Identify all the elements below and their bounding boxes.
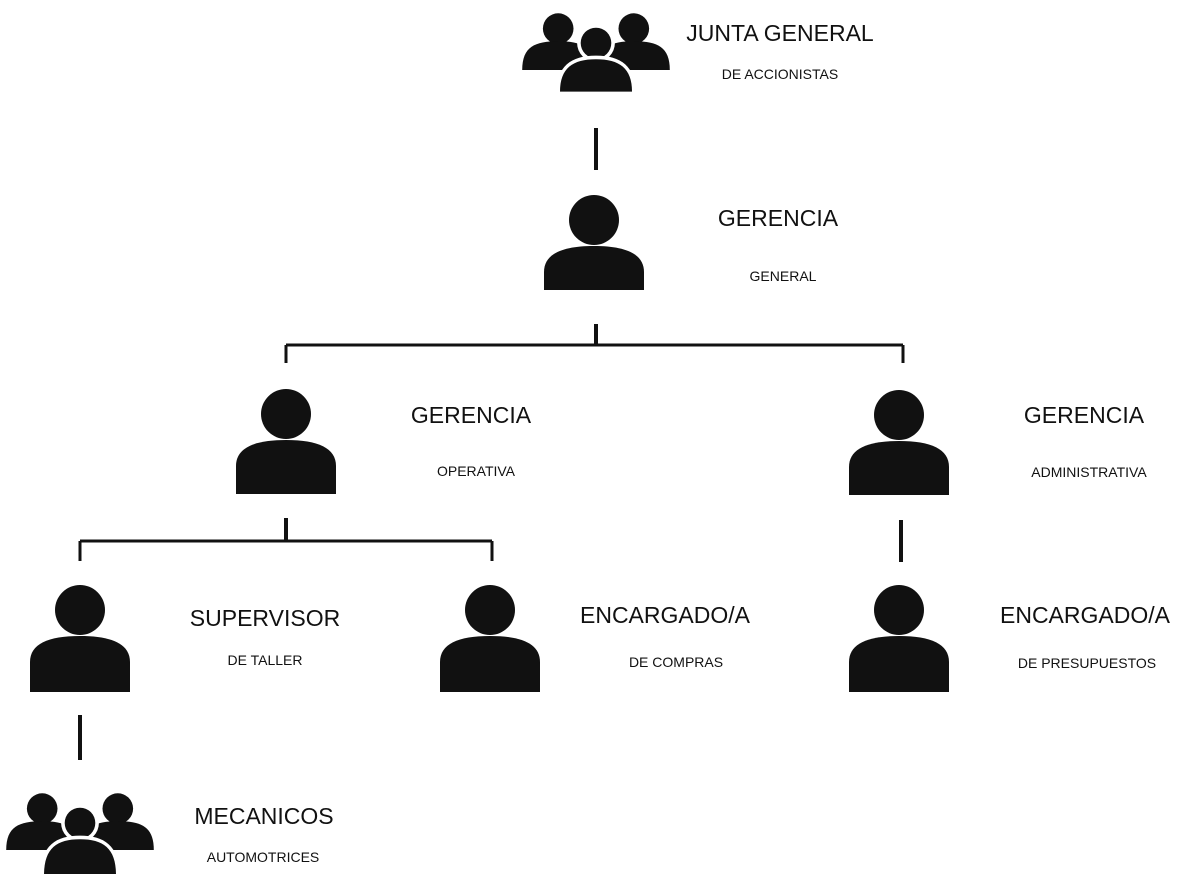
person-icon <box>849 585 949 692</box>
node-junta: JUNTA GENERAL DE ACCIONISTAS <box>522 13 874 94</box>
person-icon <box>849 390 949 495</box>
person-icon <box>236 389 336 494</box>
node-compras: ENCARGADO/A DE COMPRAS <box>440 585 751 692</box>
node-gerencia-general: GERENCIA GENERAL <box>544 195 839 290</box>
node-gerencia-administrativa-title: GERENCIA <box>1024 402 1145 428</box>
node-supervisor-subtitle: DE TALLER <box>228 652 303 668</box>
node-supervisor-title: SUPERVISOR <box>190 605 340 631</box>
node-presupuestos-title: ENCARGADO/A <box>1000 602 1171 628</box>
node-supervisor: SUPERVISOR DE TALLER <box>30 585 340 692</box>
node-presupuestos: ENCARGADO/A DE PRESUPUESTOS <box>849 585 1171 692</box>
node-gerencia-operativa: GERENCIA OPERATIVA <box>236 389 532 494</box>
person-icon <box>30 585 130 692</box>
node-gerencia-administrativa: GERENCIA ADMINISTRATIVA <box>849 390 1147 495</box>
group-icon <box>522 13 670 94</box>
node-junta-subtitle: DE ACCIONISTAS <box>722 66 838 82</box>
node-mecanicos-subtitle: AUTOMOTRICES <box>207 849 320 865</box>
node-compras-subtitle: DE COMPRAS <box>629 654 723 670</box>
node-mecanicos-title: MECANICOS <box>194 803 333 829</box>
node-gerencia-general-title: GERENCIA <box>718 205 839 231</box>
node-junta-title: JUNTA GENERAL <box>686 20 874 46</box>
node-gerencia-operativa-title: GERENCIA <box>411 402 532 428</box>
node-gerencia-administrativa-subtitle: ADMINISTRATIVA <box>1031 464 1147 480</box>
node-mecanicos: MECANICOS AUTOMOTRICES <box>6 793 334 874</box>
node-compras-title: ENCARGADO/A <box>580 602 751 628</box>
person-icon <box>544 195 644 290</box>
node-gerencia-general-subtitle: GENERAL <box>750 268 817 284</box>
person-icon <box>440 585 540 692</box>
node-gerencia-operativa-subtitle: OPERATIVA <box>437 463 516 479</box>
connectors <box>78 128 905 760</box>
node-presupuestos-subtitle: DE PRESUPUESTOS <box>1018 655 1156 671</box>
group-icon <box>6 793 154 874</box>
